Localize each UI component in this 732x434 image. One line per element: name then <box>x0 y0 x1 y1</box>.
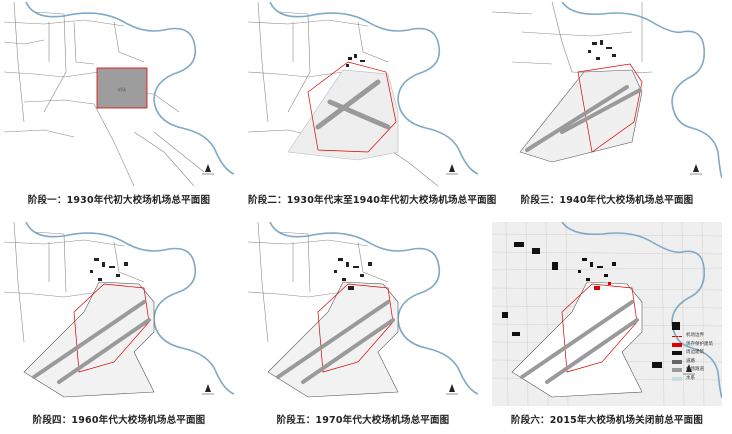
river <box>269 222 478 395</box>
stage-4-caption: 阶段四：1960年代大校场机场总平面图 <box>32 415 206 426</box>
legend-item-runway: 机场跑道 <box>672 366 732 375</box>
buildings <box>588 40 616 60</box>
legend-item-road: 道路 <box>672 358 732 367</box>
buildings <box>334 258 372 290</box>
north-arrow-icon <box>446 384 458 395</box>
road-network <box>4 2 205 186</box>
stage-4-map-drawing <box>4 222 234 398</box>
field-label: 机场 <box>118 86 126 92</box>
north-arrow-icon <box>683 364 695 375</box>
stage-3-map-drawing <box>492 2 722 179</box>
runways <box>315 79 391 130</box>
airfield-area <box>96 67 148 109</box>
legend-item-water: 水系 <box>672 375 732 384</box>
stage-6-map <box>492 222 722 406</box>
runways <box>520 300 639 384</box>
road-network <box>492 2 653 75</box>
legend-item-boundary: 机场边界 <box>672 332 732 341</box>
river <box>25 2 234 175</box>
legend-label: 周边建筑 <box>686 350 704 355</box>
stage-6-caption: 阶段六：2015年大校场机场关闭前总平面图 <box>510 415 704 426</box>
stage-2-map-drawing <box>248 2 478 186</box>
legend-swatch <box>672 351 682 356</box>
legend-label: 机场边界 <box>686 333 704 338</box>
stage-5-caption: 阶段五：1970年代大校场机场总平面图 <box>276 415 450 426</box>
north-arrow-icon <box>202 164 214 175</box>
stage-3-caption: 阶段三：1940年代大校场机场总平面图 <box>520 195 694 206</box>
stage-3-map <box>492 2 722 186</box>
legend-swatch <box>672 342 682 347</box>
stage-5-map-drawing <box>248 222 478 398</box>
protected-buildings <box>594 282 611 290</box>
north-arrow-icon <box>446 164 458 175</box>
road-network <box>248 2 439 186</box>
river <box>269 2 478 175</box>
legend-item-surrounding: 周边建筑 <box>672 349 732 358</box>
north-arrow-icon <box>202 384 214 395</box>
stage-2-map <box>248 2 478 186</box>
legend-swatch <box>672 359 682 364</box>
road-network <box>248 222 389 343</box>
river <box>561 2 722 179</box>
legend-label: 现存保护建筑 <box>686 341 713 347</box>
river <box>25 222 234 395</box>
legend-swatch <box>672 368 682 373</box>
buildings <box>90 258 128 281</box>
stage-1-map-drawing: 机场 <box>4 2 234 186</box>
stage-2-caption: 阶段二：1930年代末至1940年代初大校场机场总平面图 <box>248 195 497 206</box>
legend-swatch <box>672 335 682 337</box>
stage-1-caption: 阶段一：1930年代初大校场机场总平面图 <box>27 195 211 206</box>
stage-5-map <box>248 222 478 406</box>
buildings <box>346 54 365 67</box>
legend-label: 道路 <box>686 358 695 364</box>
buildings <box>502 242 680 368</box>
legend: 机场边界 现存保护建筑 周边建筑 道路 机场跑道 水系 <box>672 332 732 383</box>
road-network <box>4 222 145 343</box>
airport-boundary <box>307 61 397 153</box>
airport-boundary <box>577 63 643 153</box>
legend-swatch <box>672 376 682 381</box>
legend-label: 水系 <box>686 375 695 381</box>
runways <box>32 300 151 384</box>
legend-label: 机场跑道 <box>686 367 704 372</box>
stage-4-map <box>4 222 234 406</box>
river <box>561 222 722 399</box>
north-arrow-icon <box>690 164 702 175</box>
airfield-apron <box>287 69 399 161</box>
stage-1-map: 机场 <box>4 2 234 186</box>
stage-6-map-drawing <box>492 222 722 406</box>
runways <box>276 300 395 384</box>
runways <box>525 85 642 152</box>
legend-item-protected: 现存保护建筑 <box>672 341 732 350</box>
